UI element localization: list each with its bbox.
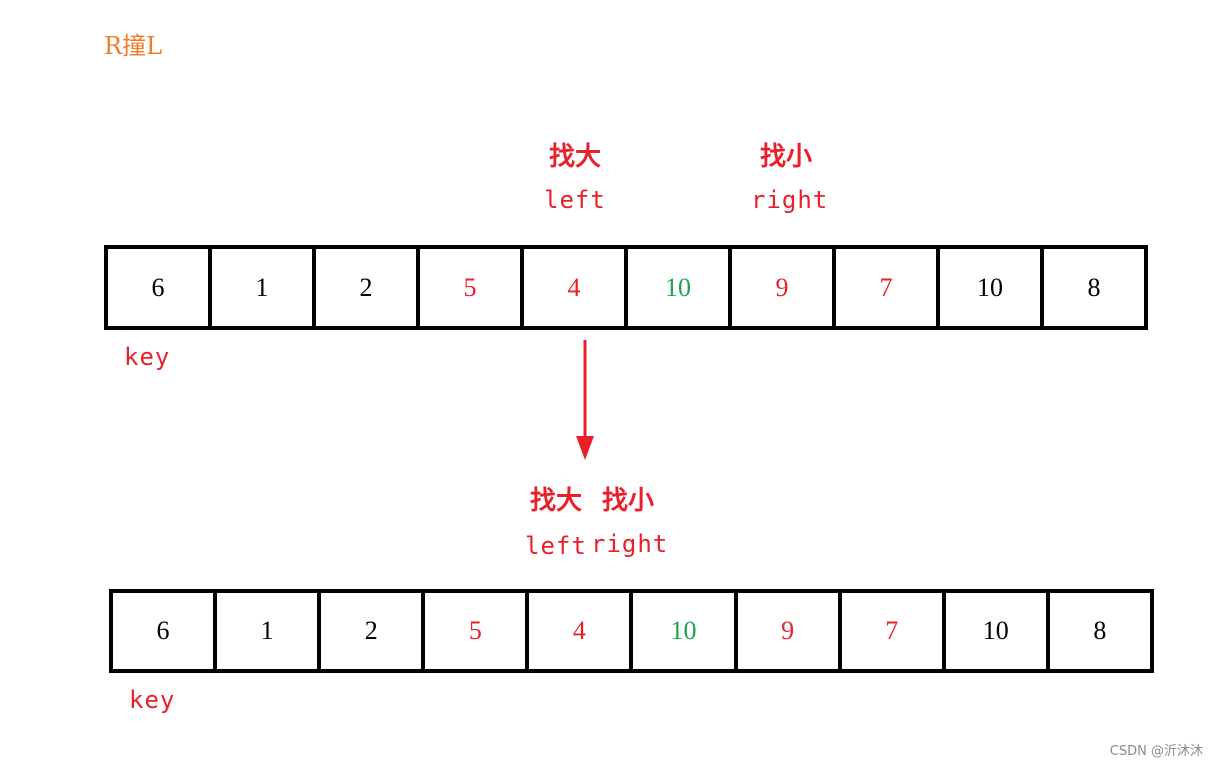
top-cell: 10 [940,249,1044,326]
top-cell: 4 [524,249,628,326]
bottom-cell: 4 [529,593,634,669]
top-cell: 7 [836,249,940,326]
bottom-cell: 8 [1093,616,1107,645]
bottom-left-pointer-label: left [525,532,587,560]
bottom-cell: 5 [425,593,530,669]
down-arrow-icon [576,340,594,460]
bottom-right-pointer-label: right [591,530,669,558]
bottom-find-big-label: 找大 [530,486,583,516]
bottom-cell: 7 [842,593,946,669]
top-cell: 2 [316,249,420,326]
bottom-cell: 1 [217,593,322,669]
top-left-pointer-label: left [544,186,606,214]
watermark: CSDN @沂沐沐 [1109,744,1203,759]
top-cell: 8 [1087,272,1101,302]
bottom-cell: 9 [738,593,842,669]
bottom-cell: 6 [113,593,218,669]
top-cell: 1 [212,249,316,326]
bottom-find-small-label: 找小 [602,486,655,516]
top-cell: 9 [732,249,836,326]
bottom-cell: 10 [946,593,1050,669]
top-key-label: key [124,343,171,371]
top-find-small-label: 找小 [760,142,813,172]
top-right-pointer-label: right [751,186,829,214]
top-cell: 10 [628,249,732,326]
bottom-key-label: key [129,686,176,714]
top-cell: 5 [420,249,524,326]
diagram-title: R撞L [104,32,163,60]
bottom-cell: 10 [633,593,738,669]
top-find-big-label: 找大 [549,142,602,172]
bottom-cell: 2 [321,593,426,669]
top-cell: 6 [108,249,212,326]
